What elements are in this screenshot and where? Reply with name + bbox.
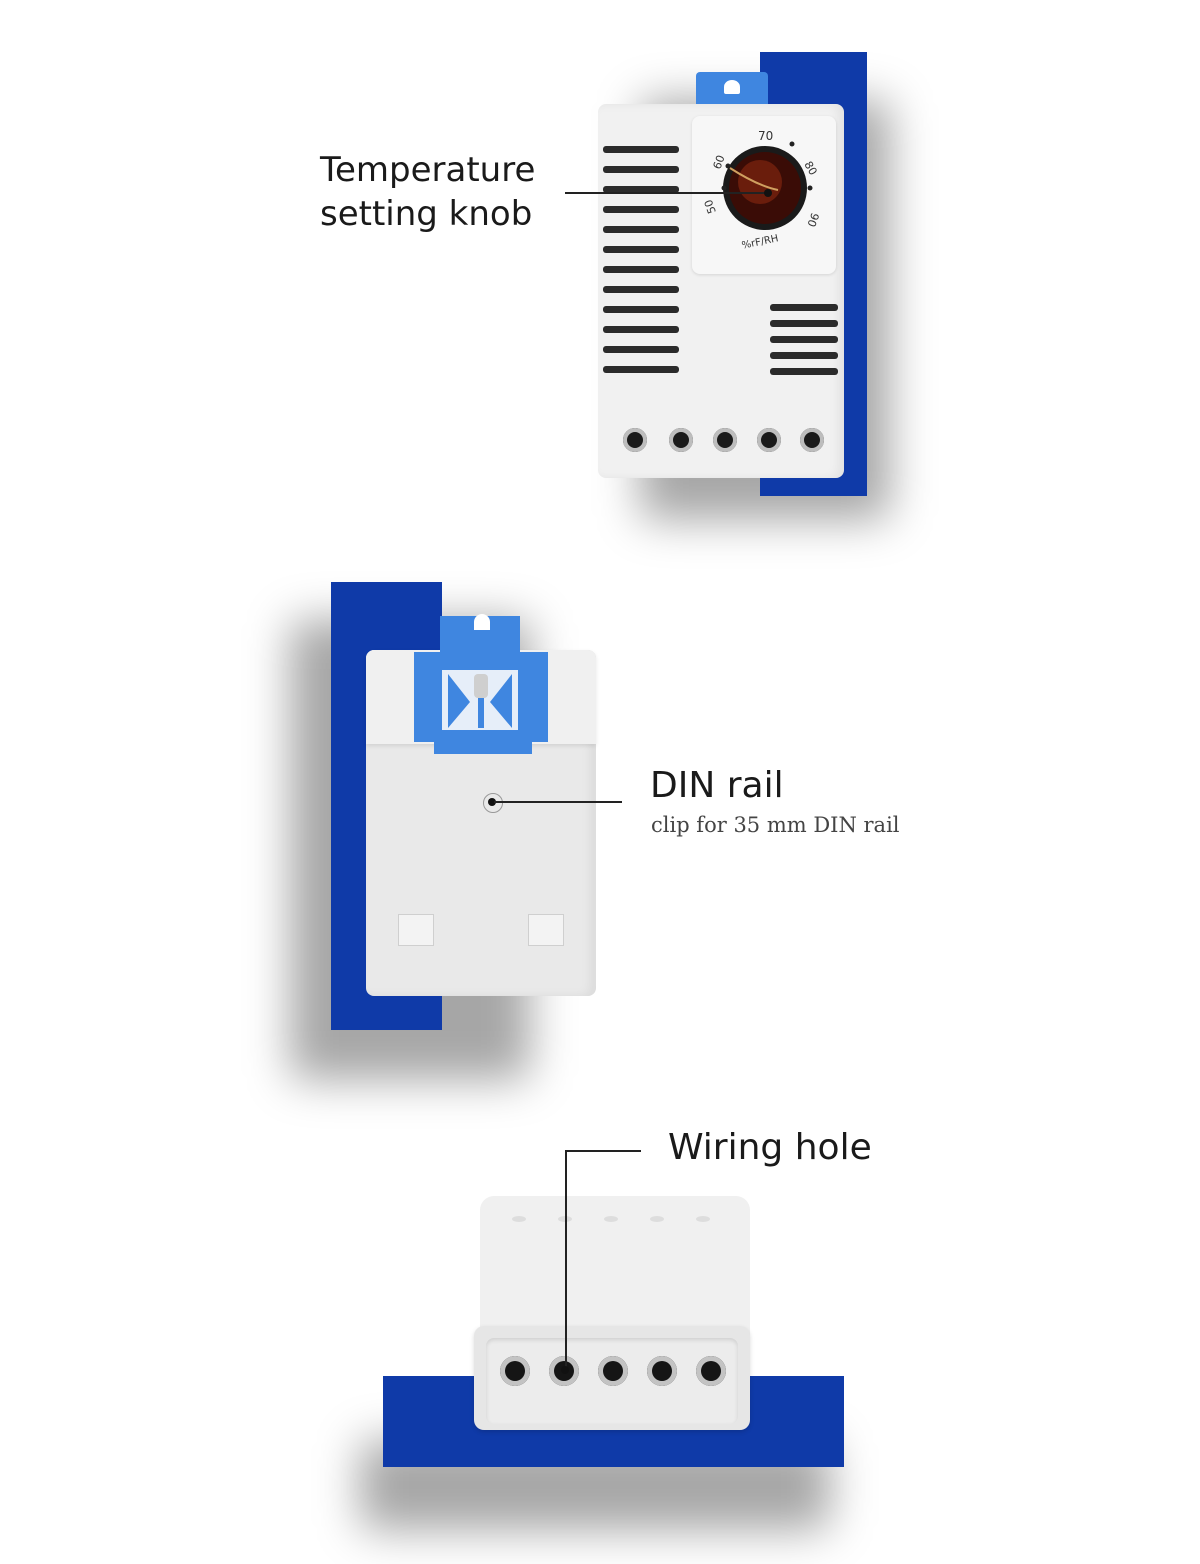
wiring-hole: [696, 1356, 726, 1386]
wiring-leader-line-h: [565, 1150, 641, 1152]
wiring-leader-line-v: [565, 1150, 567, 1368]
wiring-leader-dot: [561, 1366, 569, 1374]
din-rail-title: DIN rail: [650, 765, 784, 806]
wiring-hole: [647, 1356, 677, 1386]
wiring-hole-label: Wiring hole: [668, 1127, 872, 1168]
din-leader-dot: [488, 798, 496, 806]
din-rail-subtitle: clip for 35 mm DIN rail: [651, 813, 900, 837]
din-rail-mark: [483, 793, 503, 813]
back-tab-left: [398, 914, 434, 946]
dial-tick-90: 90: [804, 211, 821, 229]
knob-label-line1: Temperature: [320, 150, 536, 190]
knob-leader-line: [565, 192, 765, 194]
wiring-hole: [500, 1356, 530, 1386]
din-rail-clip[interactable]: [408, 612, 556, 758]
dial-tick-50: 50: [702, 198, 719, 216]
dial-tick-60: 60: [711, 153, 728, 171]
dial-tick-70: 70: [758, 129, 773, 143]
humidity-dial[interactable]: 70 80 90 60 50 %rF/RH: [700, 124, 830, 254]
dial-unit-label: %rF/RH: [741, 233, 780, 251]
wiring-hole: [598, 1356, 628, 1386]
knob-label: Temperature setting knob: [320, 148, 535, 236]
back-tab-right: [528, 914, 564, 946]
dial-tick-80: 80: [801, 159, 819, 178]
knob-label-line2: setting knob: [320, 194, 533, 234]
din-leader-line: [494, 801, 622, 803]
knob-leader-dot: [764, 189, 772, 197]
